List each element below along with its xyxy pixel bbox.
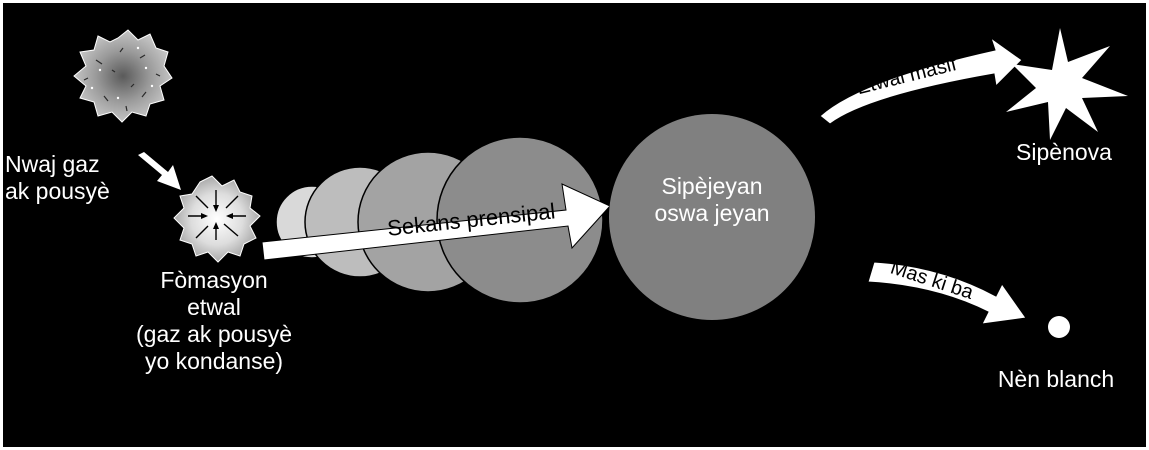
formation-label-line2: etwal — [187, 294, 241, 320]
supernova-label: Sipènova — [1016, 139, 1112, 165]
giant-label-line2: oswa jeyan — [654, 200, 769, 226]
arrow-nebula-to-formation — [138, 152, 181, 190]
formation-label-line3: (gaz ak pousyè — [136, 321, 292, 347]
main-sequence-arrow — [261, 183, 611, 261]
formation-label-line4: yo kondanse) — [145, 348, 283, 374]
starburst-icon — [1006, 28, 1128, 140]
low-mass-arrow — [867, 261, 1027, 325]
dot-icon — [1048, 316, 1070, 338]
giant-label-line1: Sipèjeyan — [661, 173, 762, 199]
white-dwarf-label: Nèn blanch — [998, 366, 1114, 392]
giant-star — [609, 114, 815, 320]
gas-cloud-icon — [73, 29, 173, 123]
collapsing-cloud-icon — [173, 175, 261, 263]
formation-label-line1: Fòmasyon — [160, 267, 267, 293]
nebula-label-line2: ak pousyè — [5, 178, 110, 204]
nebula-label-line1: Nwaj gaz — [5, 151, 100, 177]
massive-star-arrow — [819, 36, 1023, 125]
